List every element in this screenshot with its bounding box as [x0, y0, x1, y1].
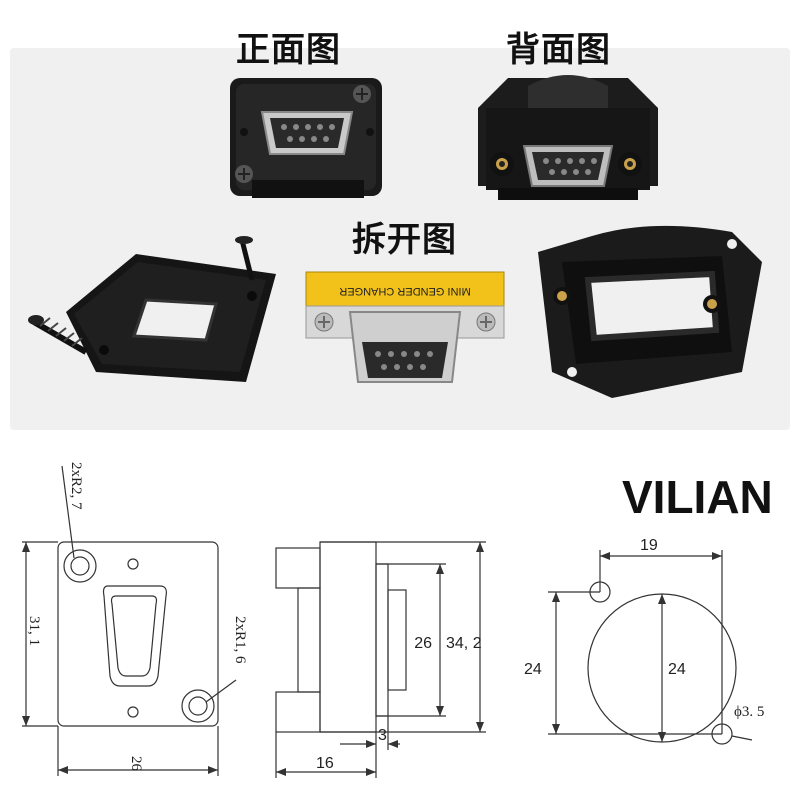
back-view-title: 背面图	[506, 30, 611, 70]
front-plate-outline	[57, 541, 219, 727]
front-view-photo	[230, 78, 382, 198]
front-radius-small-label: 2xR1, 6	[232, 616, 248, 664]
side-flange-label: 3	[378, 727, 387, 744]
front-plate-photo	[28, 236, 276, 382]
side-depth-label: 16	[316, 755, 334, 772]
front-height-label: 31, 1	[26, 616, 42, 646]
side-outer-height-label: 34, 2	[446, 635, 482, 652]
front-width-label: 26	[128, 756, 144, 772]
dimension-drawings: 2xR2, 7 2xR1, 6 31, 1 26 26 34, 2 16 3	[22, 462, 764, 778]
cutout-height-label: 24	[524, 661, 542, 678]
front-view-title: 正面图	[236, 30, 341, 70]
side-inner-height-label: 26	[414, 635, 432, 652]
back-housing-photo	[538, 225, 762, 398]
cutout-hole-diameter-label: ϕ3. 5	[734, 704, 764, 720]
cutout-hole-spacing-label: 19	[640, 537, 658, 554]
exploded-view-title: 拆开图	[352, 220, 457, 260]
gender-changer-photo: MINI GENDER CHANGER	[305, 271, 505, 383]
adapter-label-text: MINI GENDER CHANGER	[339, 285, 470, 297]
brand-logo-text: VILIAN	[622, 471, 773, 523]
back-view-photo	[478, 75, 658, 200]
cutout-diameter-label: 24	[668, 661, 686, 678]
front-radius-large-label: 2xR2, 7	[68, 462, 84, 510]
